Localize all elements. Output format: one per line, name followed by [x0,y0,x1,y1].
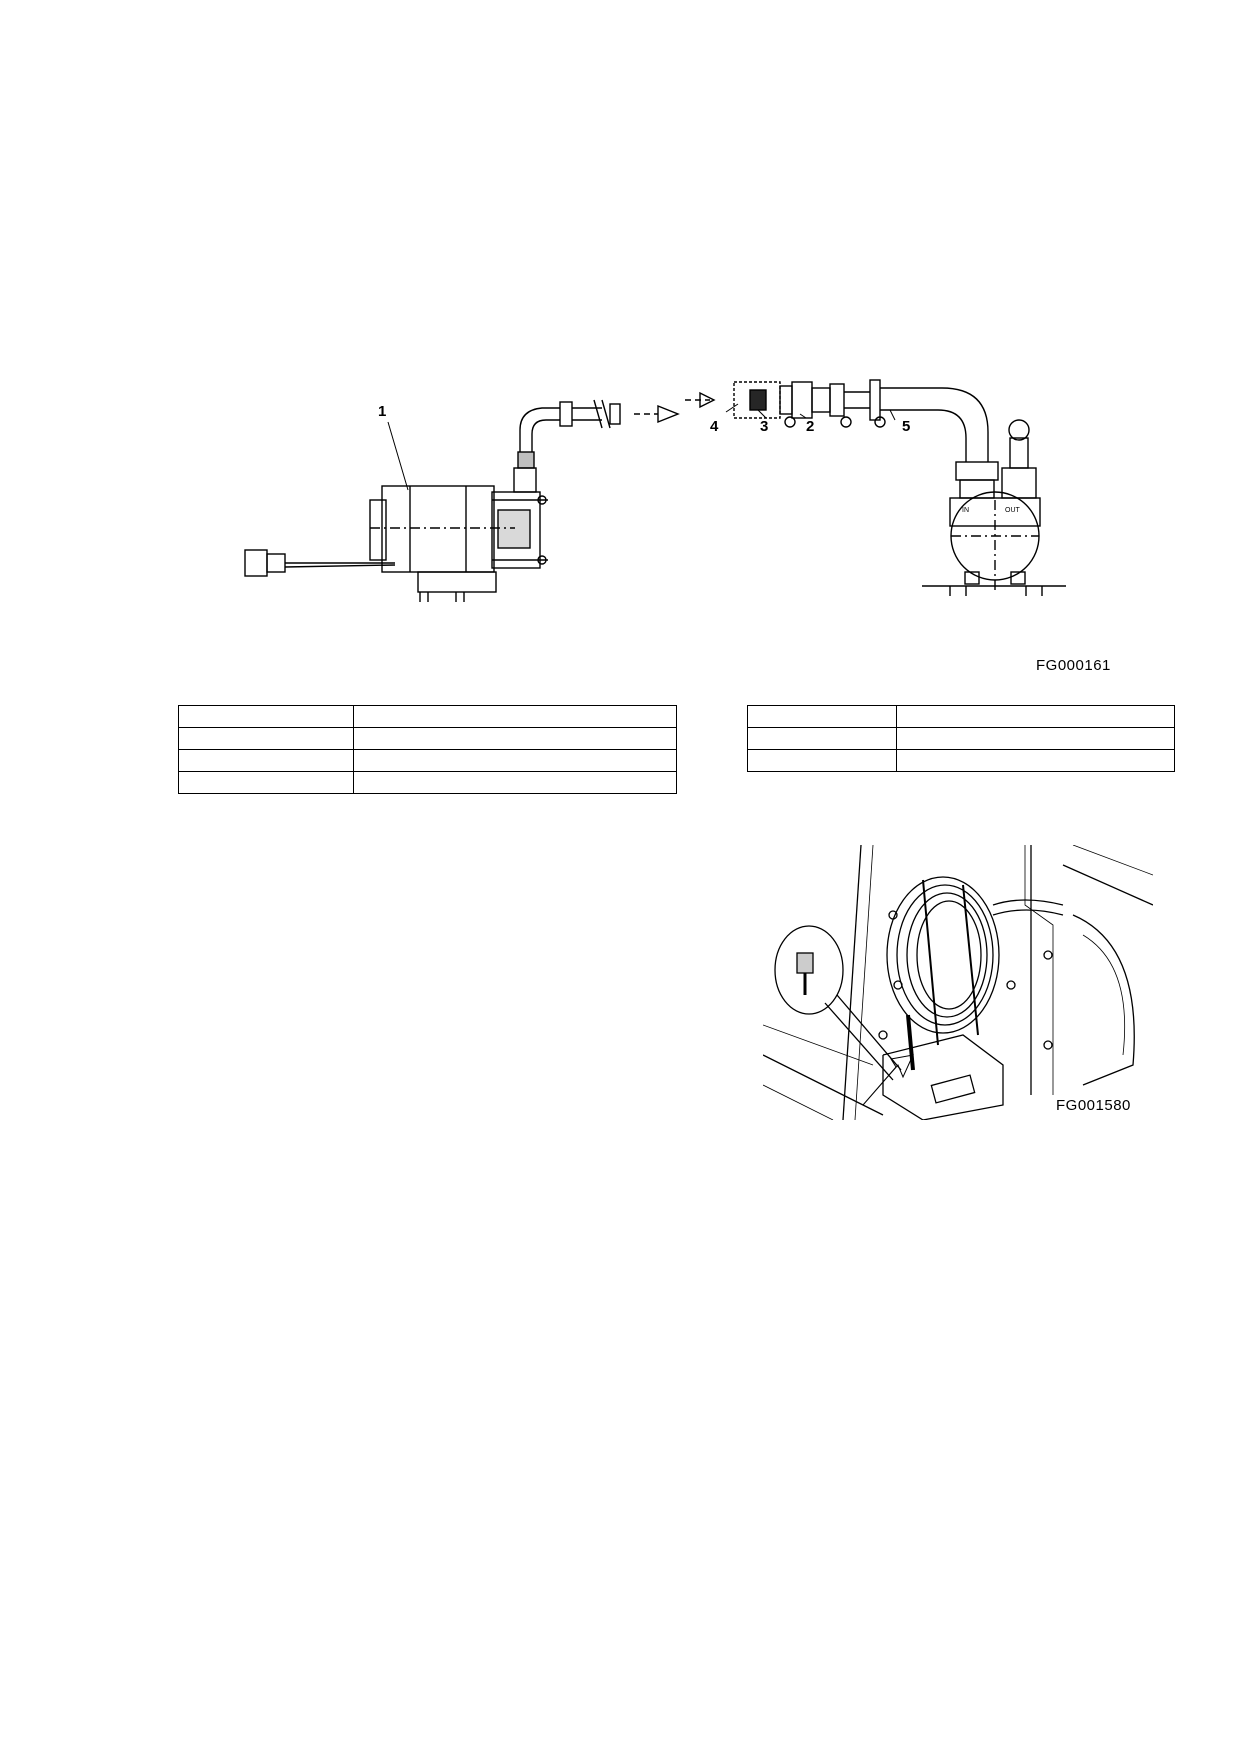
table-row [747,749,1175,772]
table-row [178,749,677,772]
callout-1: 1 [378,403,386,420]
inlet-label: IN [962,507,969,514]
table-row [178,705,677,728]
table-row [178,727,677,750]
callout-5: 5 [902,418,910,435]
pump-motor-unit [244,399,621,602]
callout-2: 2 [806,418,814,435]
fuel-pump-assembly-drawing: 1 4 3 2 5 IN OUT [244,379,1066,602]
strainer-hose-assembly [685,379,1066,596]
outlet-label: OUT [1005,507,1021,514]
location-drawing [763,845,1153,1120]
figure-code-top: FG000161 [1036,657,1111,674]
parts-table-right [747,705,1175,772]
table-row [178,771,677,794]
callout-3: 3 [760,418,768,435]
table-row [747,727,1175,750]
figure-code-bottom: FG001580 [1056,1097,1131,1114]
callout-4: 4 [710,418,719,435]
parts-table-left [178,705,677,794]
fuel-pump-location-illustration [763,845,1153,1120]
callout-1-leader [387,421,409,491]
table-row [747,705,1175,728]
